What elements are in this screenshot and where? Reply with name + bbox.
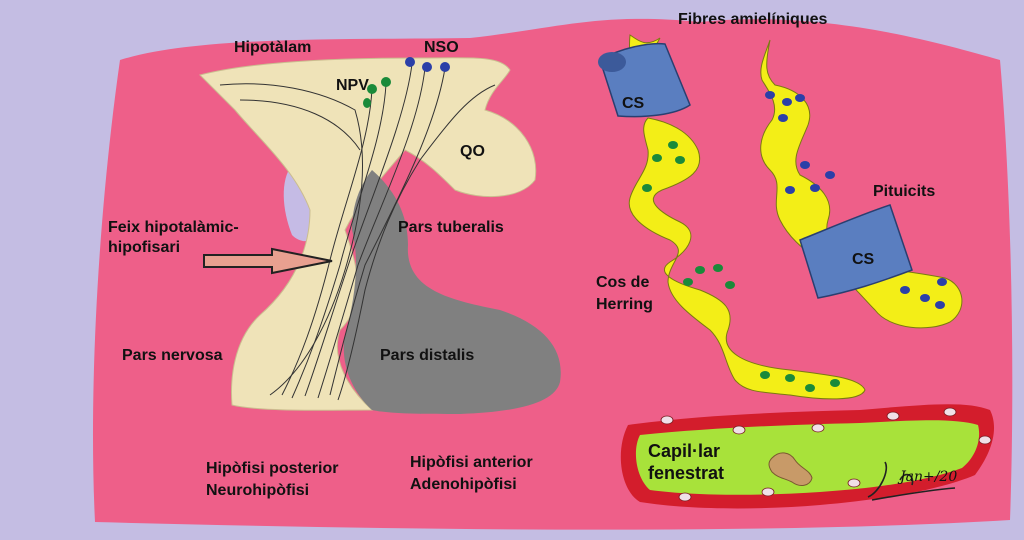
label-hipotalam: Hipotàlam: [234, 39, 312, 56]
label-cs-right: CS: [852, 251, 875, 268]
label-npv: NPV: [336, 77, 369, 94]
label-nso: NSO: [424, 39, 459, 56]
label-hipofisi-posterior: Hipòfisi posterior Neurohipòfisi: [206, 460, 339, 499]
cs-sleeve-right: [799, 204, 913, 299]
label-fibres-amieliniques: Fibres amielíniques: [678, 11, 828, 28]
label-pars-tuberalis: Pars tuberalis: [398, 219, 504, 236]
neurohypophysis-shape: [199, 57, 537, 411]
label-hipofisi-anterior: Hipòfisi anterior Adenohipòfisi: [410, 454, 533, 493]
herring-nuclei: [642, 141, 840, 392]
adenohypophysis-shape: [343, 170, 561, 414]
pituicyte-nuclei: [765, 91, 947, 309]
cs-sleeve-top: [598, 42, 691, 118]
npv-nuclei: [363, 77, 391, 108]
label-feix-hipotalamic-hipofisari: Feix hipotalàmic- hipofisari: [108, 219, 239, 256]
label-pituicits: Pituicits: [873, 183, 936, 200]
label-cos-de-herring: Cos de Herring: [596, 274, 653, 313]
capillary: [620, 404, 995, 509]
label-pars-distalis: Pars distalis: [380, 347, 475, 364]
nso-nuclei: [405, 57, 450, 72]
left-axon-strand: [628, 117, 866, 400]
label-capillar-fenestrat: Capil·lar fenestrat: [648, 441, 725, 483]
label-cs-top: CS: [622, 95, 645, 112]
label-pars-nervosa: Pars nervosa: [122, 347, 223, 364]
right-arrow-icon: [203, 247, 333, 275]
signature: Jan+/20: [900, 469, 958, 485]
axon-tract: [219, 63, 496, 401]
signature-mark: [867, 461, 956, 501]
label-qo: QO: [460, 143, 485, 160]
